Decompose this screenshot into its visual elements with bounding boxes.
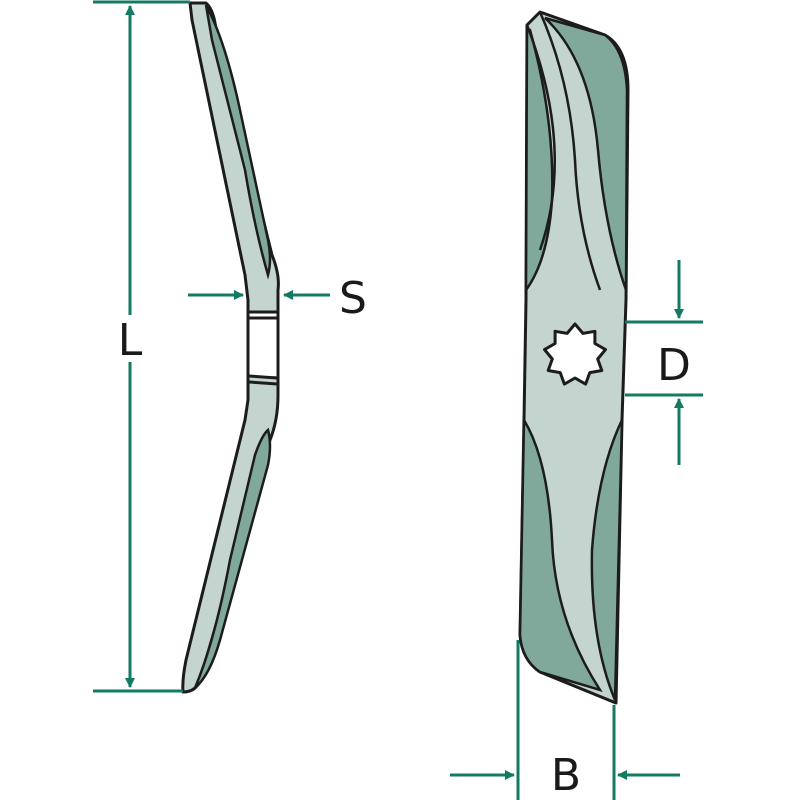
dimension-label-b: B [551,750,581,800]
dimension-label-d: D [657,340,691,391]
blade-front-view [518,10,630,705]
dimension-label-l: L [118,315,143,366]
dimension-length [93,0,190,693]
dimension-width [450,640,680,800]
blade-side-view [181,1,280,694]
hole-cutaway [249,312,277,376]
splined-hole [543,322,607,386]
dimension-hole-diameter [625,260,703,465]
dimension-label-s: S [339,273,367,324]
